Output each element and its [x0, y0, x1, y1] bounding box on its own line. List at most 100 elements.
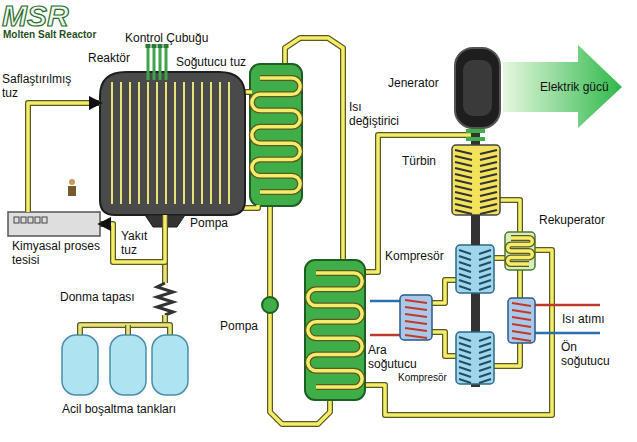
reactor-vessel: [100, 72, 245, 215]
node-label: Kimyasal proses tesisi: [12, 239, 108, 267]
pipe-connector: [28, 103, 100, 212]
blade: [480, 150, 497, 154]
reactor-tube: [129, 82, 131, 204]
reactor-tube: [111, 82, 113, 204]
blade: [459, 373, 471, 377]
cooler-coil: [512, 303, 531, 306]
part-label: Ön soğutucu: [561, 340, 617, 368]
pipe-outline: [517, 269, 523, 299]
blade: [479, 355, 491, 359]
pipe-outline: [431, 332, 457, 356]
control-rod: [165, 46, 168, 80]
pipe: [431, 332, 457, 356]
blade: [480, 210, 497, 214]
drain-tank: [110, 335, 146, 395]
part-label: Rekuperator: [539, 213, 605, 227]
plant-box: [8, 212, 100, 236]
blade: [455, 210, 472, 214]
pipe-outline: [494, 342, 520, 366]
pipe-connector: [100, 215, 165, 262]
heat-exchanger-coil: [508, 238, 533, 264]
blade: [479, 367, 491, 371]
blade: [479, 349, 491, 353]
precooler: [508, 298, 535, 343]
intercooler: [400, 295, 432, 340]
reactor-tube: [210, 82, 212, 204]
blade: [459, 367, 471, 371]
part-label: Kompresör: [398, 372, 447, 384]
blade: [480, 180, 497, 184]
blade: [459, 286, 471, 290]
pipe: [163, 262, 167, 283]
blade: [479, 280, 491, 284]
pipe: [518, 269, 522, 299]
blade: [480, 204, 497, 208]
blade: [459, 250, 471, 254]
blade: [459, 379, 471, 383]
water-line: [534, 304, 600, 307]
pipe: [499, 200, 520, 233]
reactor-tube: [192, 82, 194, 204]
blade: [455, 180, 472, 184]
control-rod: [147, 46, 150, 80]
blade: [455, 198, 472, 202]
turbine: [452, 145, 500, 215]
reactor-tube: [174, 82, 176, 204]
person: [68, 186, 76, 196]
pipe-outline: [494, 255, 506, 261]
heat-exchanger-coil: [508, 238, 533, 264]
part-label: Donma tapası: [60, 290, 135, 304]
cooler-coil: [405, 300, 427, 303]
blade: [480, 168, 497, 172]
cooler-coil: [405, 314, 427, 317]
pipe-outline: [431, 280, 457, 303]
part-label: Yakıt tuz: [121, 229, 155, 257]
part-label: Türbin: [402, 154, 436, 168]
heat-exchanger-coil: [252, 78, 300, 192]
chemical-plant-node: Kimyasal proses tesisi: [8, 212, 100, 236]
output-label: Elektrik gücü: [540, 80, 609, 94]
pipe: [28, 103, 100, 212]
reactor-tube: [228, 82, 230, 204]
blade: [459, 337, 471, 341]
water-line: [534, 332, 600, 335]
plant-window: [28, 217, 33, 223]
blade: [479, 274, 491, 278]
reactor-tube: [201, 82, 203, 204]
blade: [455, 192, 472, 196]
blade: [480, 198, 497, 202]
blade: [479, 343, 491, 347]
part-label: Pompa: [220, 319, 258, 333]
drain-tank: [62, 335, 98, 395]
plant-window: [35, 217, 40, 223]
blade: [480, 186, 497, 190]
blade: [459, 355, 471, 359]
control-rod: [153, 46, 156, 80]
blade: [479, 337, 491, 341]
compressor: [456, 332, 494, 384]
power-arrow: [503, 45, 622, 128]
cooler-coil: [512, 338, 531, 341]
drain-tank: [152, 335, 188, 395]
part-label: Jenerator: [388, 76, 439, 90]
blade: [479, 361, 491, 365]
blade: [459, 274, 471, 278]
reactor-node: Reaktör: [100, 72, 245, 215]
cooler-coil: [405, 307, 427, 310]
reactor-tube: [183, 82, 185, 204]
blade: [479, 373, 491, 377]
cooler-coil: [512, 324, 531, 327]
reactor-tube: [165, 82, 167, 204]
plant-window: [21, 217, 26, 223]
blade: [455, 162, 472, 166]
generator: [455, 48, 500, 128]
water-line: [370, 334, 401, 337]
recuperator: [505, 232, 535, 270]
blade: [459, 268, 471, 272]
heat-exchanger: [250, 64, 302, 206]
cooler-coil: [512, 310, 531, 313]
cooler-coil: [405, 335, 427, 338]
part-label: Isı değiştirici: [349, 100, 411, 128]
heat-exchanger-coil: [308, 273, 362, 387]
